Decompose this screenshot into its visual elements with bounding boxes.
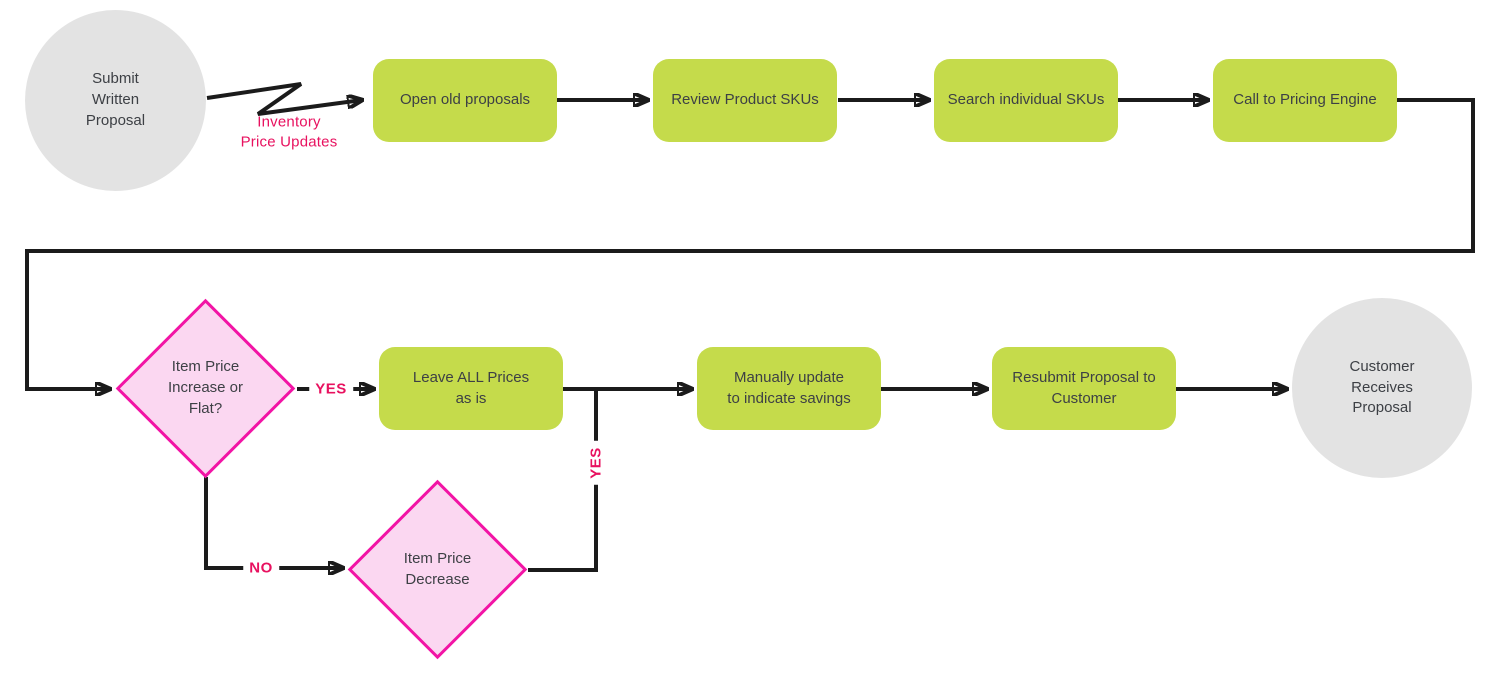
edge-label-yes-increase: YES <box>309 378 353 400</box>
edge-label-inventory-price-updates: Inventory Price Updates <box>240 113 338 151</box>
process-call-to-pricing-engine: Call to Pricing Engine <box>1213 59 1397 142</box>
process-manually-update-savings: Manually update to indicate savings <box>697 347 881 430</box>
connector-decision1-no-to-decision2 <box>204 477 343 568</box>
connector-start-to-open-zigzag <box>206 82 362 116</box>
process-review-product-skus: Review Product SKUs <box>653 59 837 142</box>
start-terminal-submit-written-proposal: Submit Written Proposal <box>25 10 206 191</box>
end-terminal-customer-receives-proposal: Customer Receives Proposal <box>1292 298 1472 478</box>
decision-item-price-decrease: Item Price Decrease <box>347 479 528 660</box>
edge-label-no-increase: NO <box>243 557 279 579</box>
process-leave-all-prices-as-is: Leave ALL Prices as is <box>379 347 563 430</box>
connector-call-to-decision-feedback <box>25 98 1475 389</box>
edge-label-yes-decrease: YES <box>585 441 607 485</box>
process-open-old-proposals: Open old proposals <box>373 59 557 142</box>
process-resubmit-proposal: Resubmit Proposal to Customer <box>992 347 1176 430</box>
process-search-individual-skus: Search individual SKUs <box>934 59 1118 142</box>
decision-item-price-increase-or-flat: Item Price Increase or Flat? <box>115 298 296 479</box>
decision-label: Item Price Increase or Flat? <box>167 358 244 417</box>
decision-label: Item Price Decrease <box>403 549 472 588</box>
